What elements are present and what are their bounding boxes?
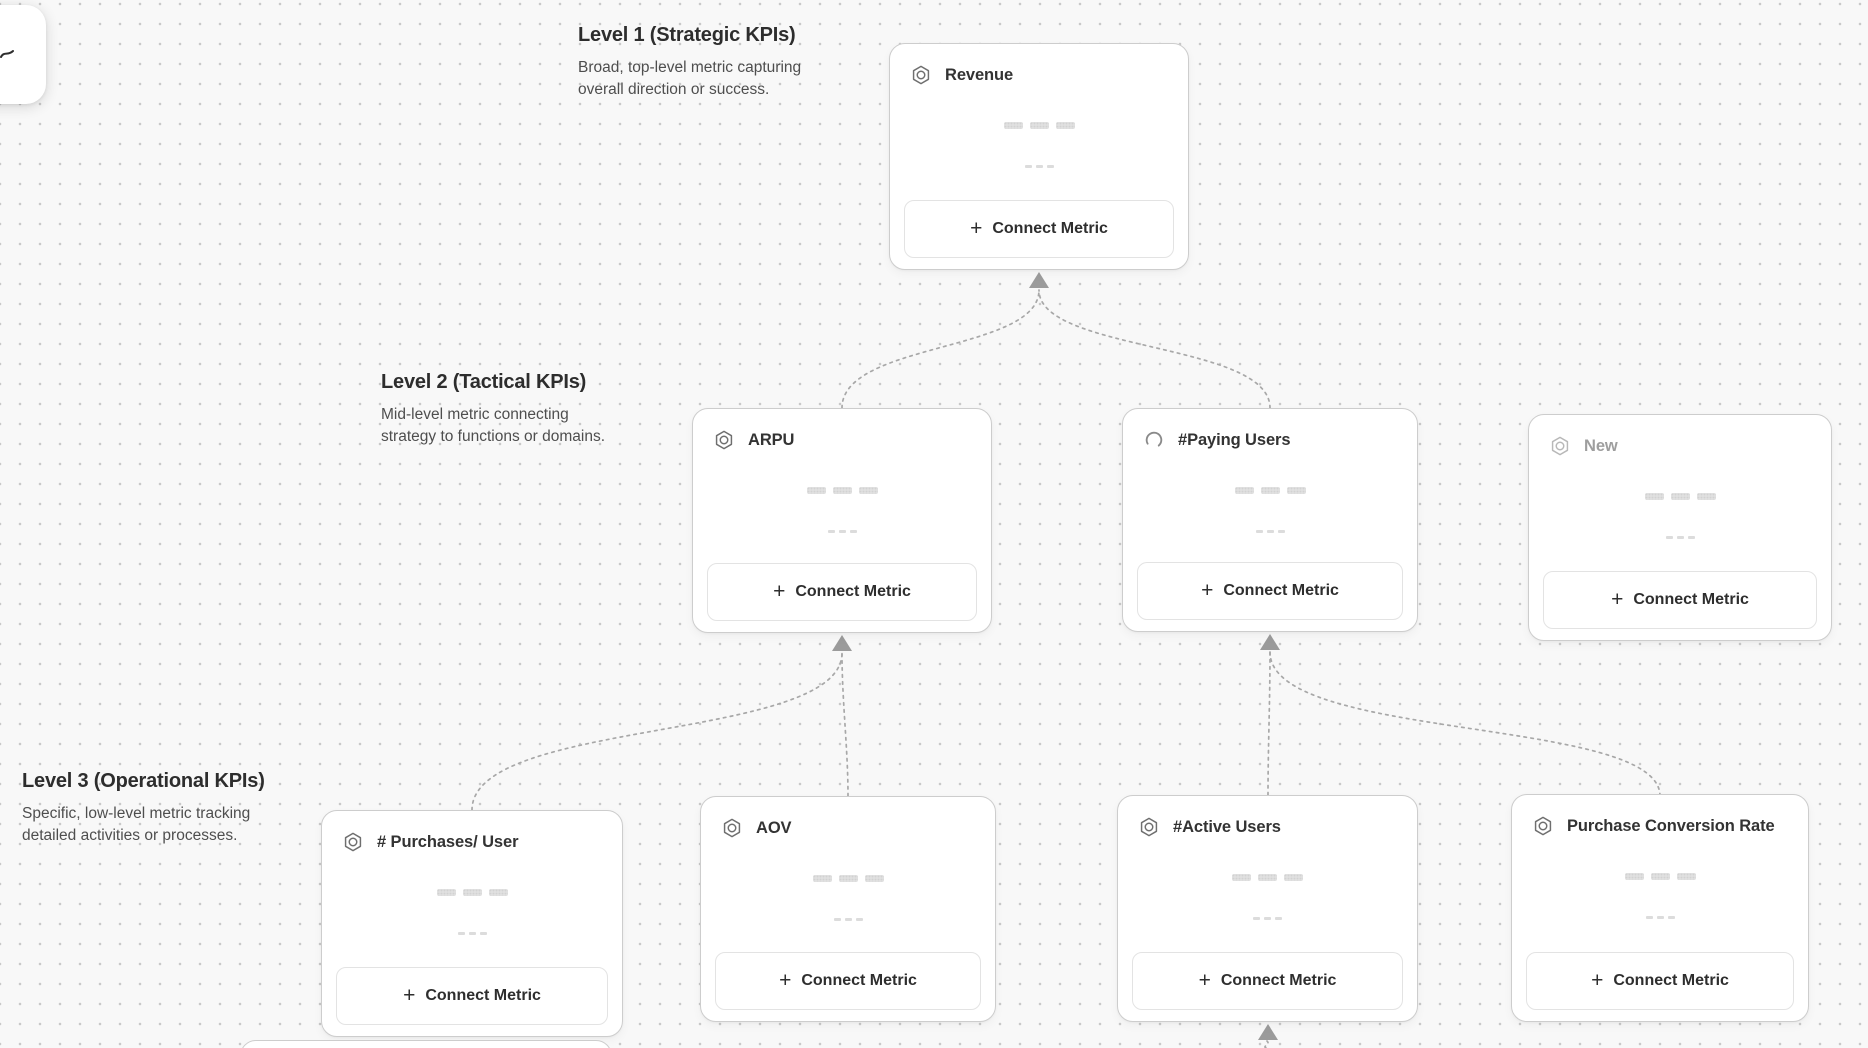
metric-card-purchase-conversion-rate[interactable]: Purchase Conversion Rate + Connect Metri…	[1511, 794, 1809, 1022]
section-level1-description: Broad, top-level metric capturing overal…	[578, 59, 802, 98]
metric-placeholder-chart	[1123, 487, 1417, 533]
metric-card-title: #Active Users	[1173, 817, 1281, 836]
section-level3-title: Level 3 (Operational KPIs)	[22, 770, 265, 792]
metric-card-partial-bottom[interactable]	[240, 1040, 612, 1048]
loading-arc-icon	[1143, 429, 1165, 451]
card-header: ARPU	[693, 409, 991, 451]
connect-metric-label: Connect Metric	[801, 972, 917, 989]
metric-card-title: # Purchases/ User	[377, 832, 519, 851]
connect-metric-label: Connect Metric	[425, 987, 541, 1004]
metric-placeholder-chart	[322, 889, 622, 935]
connector-offscreen-to-active-users	[1264, 1040, 1269, 1048]
card-header: #Active Users	[1118, 796, 1417, 838]
arrowhead-into-paying-users	[1260, 634, 1280, 650]
card-header: # Purchases/ User	[322, 811, 622, 853]
metric-placeholder-chart	[1118, 874, 1417, 920]
hexagon-metric-icon	[342, 831, 364, 853]
metric-placeholder-chart	[1512, 873, 1808, 919]
section-level1: Level 1 (Strategic KPIs) Broad, top-leve…	[578, 24, 823, 101]
plus-icon: +	[1198, 968, 1211, 992]
arrowhead-into-arpu	[832, 635, 852, 651]
connector-pcr-to-paying-users	[1269, 651, 1661, 797]
floating-toolbar-panel[interactable]	[0, 5, 46, 104]
arrowhead-into-revenue	[1029, 272, 1049, 288]
section-level3-description: Specific, low-level metric tracking deta…	[22, 805, 251, 844]
connect-metric-button[interactable]: + Connect Metric	[707, 563, 977, 621]
metric-card-new[interactable]: New + Connect Metric	[1528, 414, 1832, 641]
card-header: AOV	[701, 797, 995, 839]
plus-icon: +	[1611, 587, 1624, 611]
metric-card-title: ARPU	[748, 430, 795, 449]
metric-card-title: AOV	[756, 818, 792, 837]
metric-placeholder-chart	[701, 875, 995, 921]
connect-metric-label: Connect Metric	[1220, 972, 1337, 989]
section-level2: Level 2 (Tactical KPIs) Mid-level metric…	[381, 371, 621, 448]
connector-arpu-to-revenue	[841, 289, 1040, 409]
plus-icon: +	[1591, 968, 1604, 992]
hexagon-metric-icon	[713, 429, 735, 451]
metric-card-aov[interactable]: AOV + Connect Metric	[700, 796, 996, 1022]
section-level2-title: Level 2 (Tactical KPIs)	[381, 371, 587, 393]
connect-metric-button[interactable]: + Connect Metric	[1132, 952, 1403, 1010]
plus-icon: +	[403, 983, 416, 1007]
card-header: New	[1529, 415, 1831, 457]
connect-metric-label: Connect Metric	[1223, 582, 1339, 599]
connector-aov-to-arpu	[841, 652, 849, 797]
metric-card-paying-users[interactable]: #Paying Users + Connect Metric	[1122, 408, 1418, 632]
plus-icon: +	[779, 968, 792, 992]
connector-paying-users-to-revenue	[1038, 289, 1271, 409]
metric-card-revenue[interactable]: Revenue + Connect Metric	[889, 43, 1189, 270]
metric-card-title: Purchase Conversion Rate	[1567, 816, 1775, 835]
connect-metric-button[interactable]: + Connect Metric	[715, 952, 981, 1010]
metric-card-title: Revenue	[945, 65, 1014, 84]
connect-metric-button[interactable]: + Connect Metric	[904, 200, 1174, 258]
connect-metric-button[interactable]: + Connect Metric	[1526, 952, 1794, 1010]
hexagon-metric-icon	[721, 817, 743, 839]
section-level3: Level 3 (Operational KPIs) Specific, low…	[22, 770, 284, 847]
hexagon-metric-icon	[1549, 435, 1571, 457]
connect-metric-label: Connect Metric	[992, 220, 1108, 237]
plus-icon: +	[970, 216, 983, 240]
connect-metric-label: Connect Metric	[795, 583, 911, 600]
cursor-glyph-icon	[0, 50, 14, 58]
connect-metric-button[interactable]: + Connect Metric	[1137, 562, 1403, 620]
metric-placeholder-chart	[693, 487, 991, 533]
connect-metric-button[interactable]: + Connect Metric	[1543, 571, 1817, 629]
plus-icon: +	[773, 579, 786, 603]
hexagon-metric-icon	[1138, 816, 1160, 838]
hexagon-metric-icon	[910, 64, 932, 86]
connector-purchases-to-arpu	[471, 652, 843, 811]
card-header: Purchase Conversion Rate	[1512, 795, 1808, 837]
connect-metric-button[interactable]: + Connect Metric	[336, 967, 608, 1025]
metric-card-purchases-per-user[interactable]: # Purchases/ User + Connect Metric	[321, 810, 623, 1037]
plus-icon: +	[1201, 578, 1214, 602]
metric-card-active-users[interactable]: #Active Users + Connect Metric	[1117, 795, 1418, 1022]
metric-card-arpu[interactable]: ARPU + Connect Metric	[692, 408, 992, 633]
card-header: #Paying Users	[1123, 409, 1417, 451]
hexagon-metric-icon	[1532, 815, 1554, 837]
section-level1-title: Level 1 (Strategic KPIs)	[578, 24, 796, 46]
connect-metric-label: Connect Metric	[1613, 972, 1729, 989]
connect-metric-label: Connect Metric	[1633, 591, 1749, 608]
metric-card-title: New	[1584, 436, 1618, 455]
section-level2-description: Mid-level metric connecting strategy to …	[381, 406, 606, 445]
connector-active-users-to-paying-users	[1267, 651, 1271, 796]
arrowhead-into-active-users	[1258, 1024, 1278, 1040]
metric-placeholder-chart	[890, 122, 1188, 168]
metric-placeholder-chart	[1529, 493, 1831, 539]
card-header: Revenue	[890, 44, 1188, 86]
metric-card-title: #Paying Users	[1178, 430, 1291, 449]
